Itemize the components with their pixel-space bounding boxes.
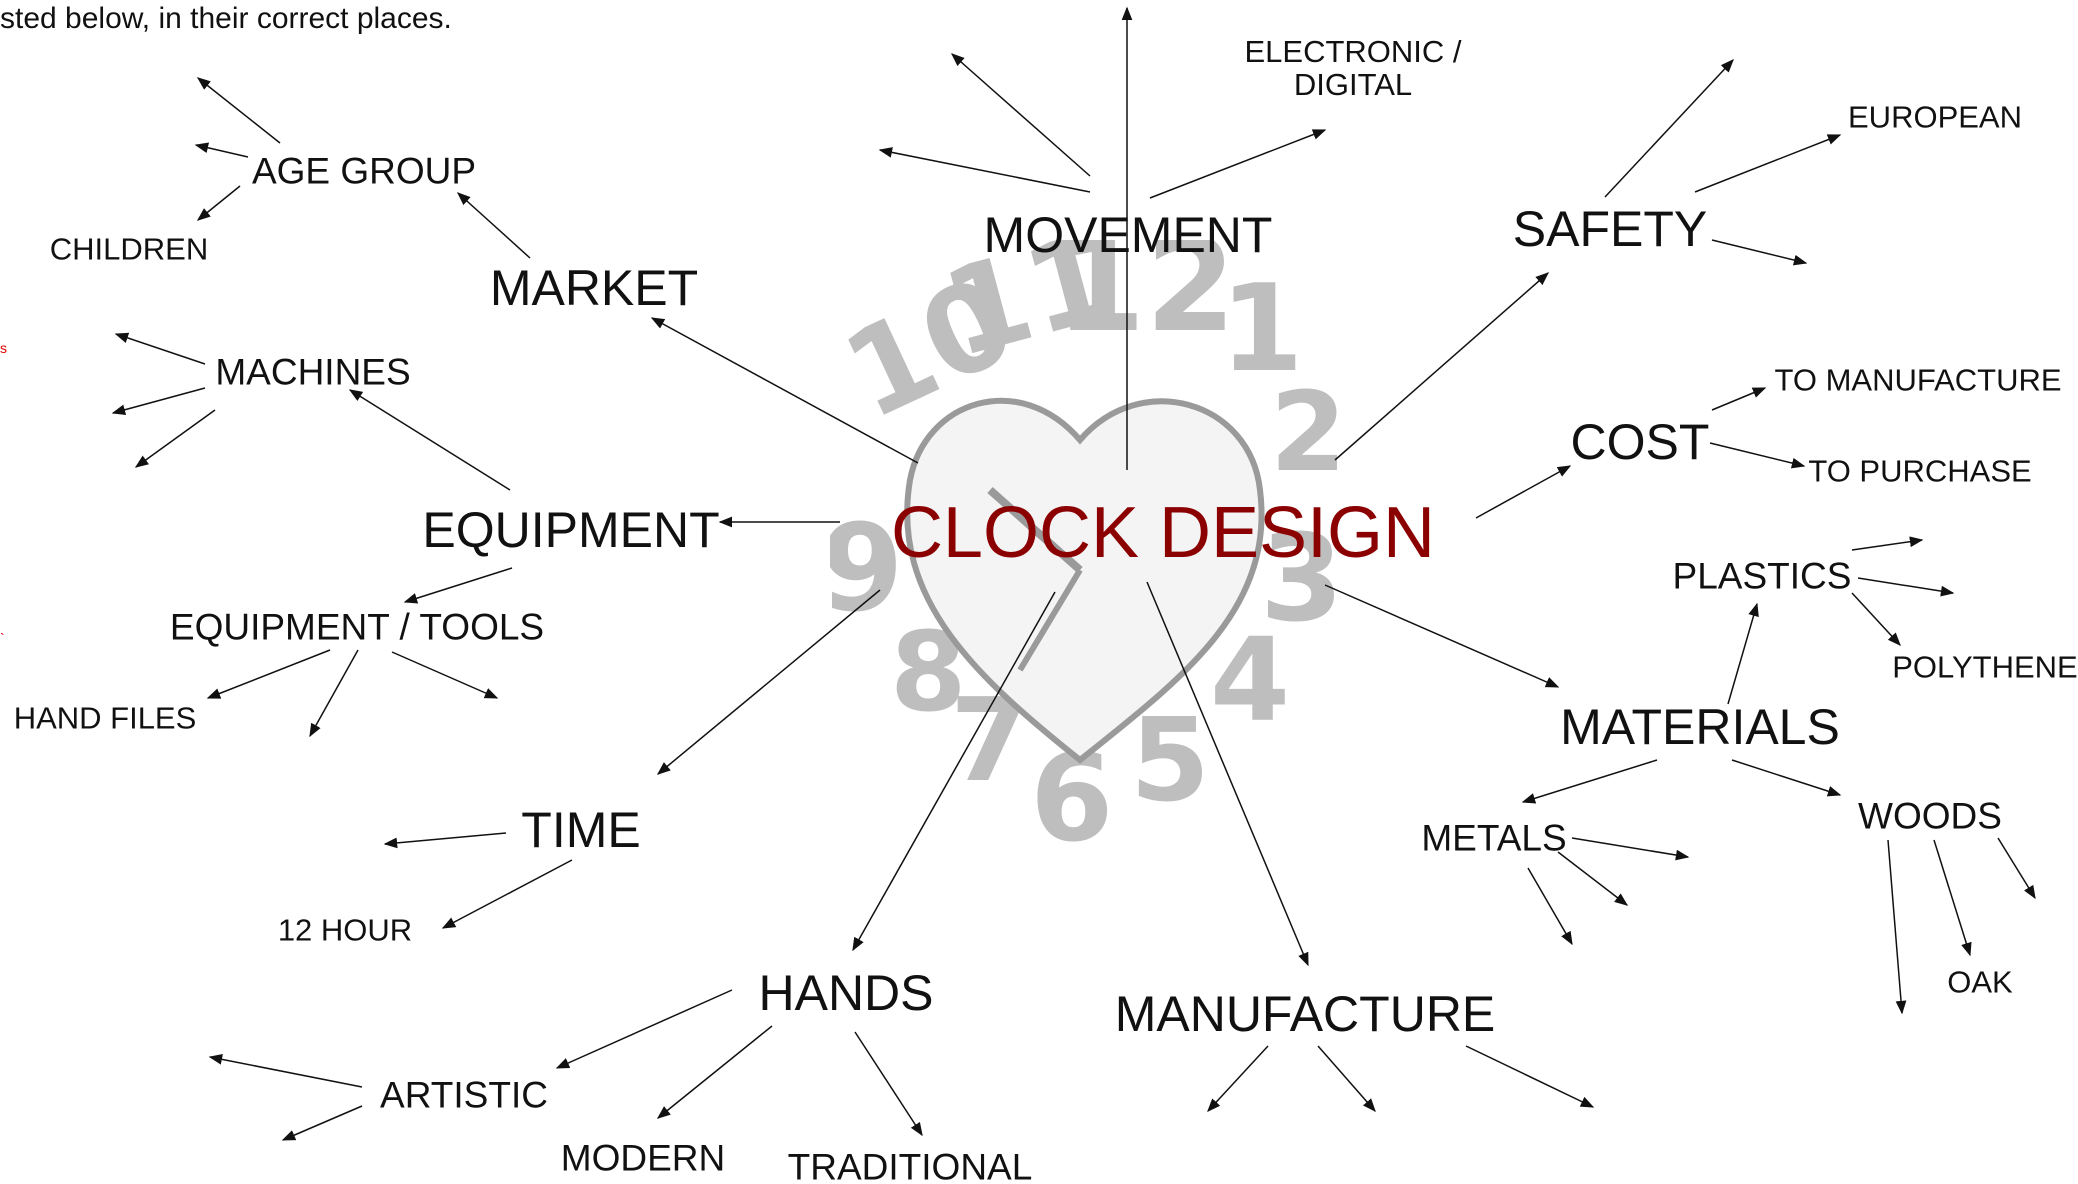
central-title: CLOCK DESIGN [890, 493, 1436, 573]
svg-text:1: 1 [1220, 260, 1304, 399]
svg-text:2: 2 [1270, 368, 1347, 496]
branch-equipment: EQUIPMENT [422, 502, 720, 558]
leaf-to-purchase: TO PURCHASE [1808, 453, 2032, 489]
node-machines: MACHINES [215, 351, 411, 393]
leaf-traditional: TRADITIONAL [787, 1146, 1033, 1184]
node-artistic: ARTISTIC [380, 1074, 548, 1116]
leaf-european: EUROPEAN [1848, 99, 2022, 135]
red-mark-bottom: ` [0, 630, 5, 646]
svg-text:5: 5 [1130, 694, 1210, 828]
leaf-children: CHILDREN [49, 231, 209, 267]
node-age-group: AGE GROUP [251, 150, 477, 192]
red-mark-top: s [0, 340, 7, 356]
leaf-hand-files: HAND FILES [13, 700, 197, 736]
node-woods: WOODS [1858, 795, 2002, 837]
node-plastics: PLASTICS [1672, 555, 1852, 597]
clock-watermark-image: 10 11 12 1 2 3 4 5 6 7 8 9 [830, 240, 1347, 860]
branch-manufacture: MANUFACTURE [1114, 986, 1496, 1042]
node-metals: METALS [1421, 817, 1567, 859]
branch-safety: SAFETY [1512, 201, 1708, 257]
leaf-12-hour: 12 HOUR [277, 912, 413, 948]
leaf-oak: OAK [1947, 964, 2013, 1000]
leaf-electronic: ELECTRONIC /DIGITAL [1244, 34, 1462, 102]
branch-cost: COST [1570, 414, 1710, 470]
leaf-polythene: POLYTHENE [1892, 649, 2078, 685]
svg-text:3: 3 [1260, 510, 1344, 649]
leaf-modern: MODERN [560, 1137, 726, 1179]
branch-market: MARKET [489, 260, 699, 316]
svg-text:12: 12 [1055, 240, 1236, 361]
branch-time: TIME [521, 802, 641, 858]
branch-hands: HANDS [758, 965, 934, 1021]
leaf-to-manufacture: TO MANUFACTURE [1774, 362, 2062, 398]
svg-text:9: 9 [830, 500, 904, 639]
node-equipment-tools: EQUIPMENT / TOOLS [169, 606, 545, 648]
svg-text:4: 4 [1210, 614, 1290, 748]
branch-materials: MATERIALS [1560, 699, 1840, 755]
intro-text: sted below, in their correct places. [0, 2, 452, 35]
branch-movement: MOVEMENT [983, 207, 1273, 263]
